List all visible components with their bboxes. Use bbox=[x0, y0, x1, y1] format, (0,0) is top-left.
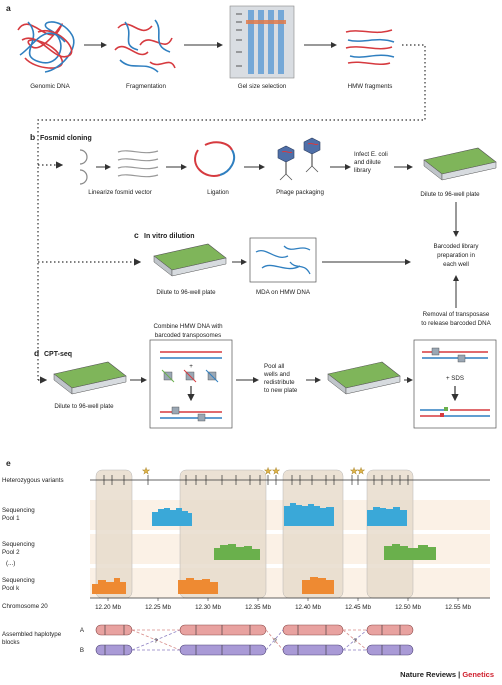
chrom-tick-label: 12.40 Mb bbox=[295, 604, 321, 611]
infect-line-1: Infect E. coli bbox=[354, 151, 388, 158]
pool-line-2: wells and bbox=[263, 371, 290, 378]
poolk-label-a: Sequencing bbox=[2, 577, 35, 584]
question-3: ? bbox=[353, 638, 357, 645]
pool1-label-b: Pool 1 bbox=[2, 515, 20, 522]
transposomes bbox=[161, 369, 219, 383]
pool2-label-a: Sequencing bbox=[2, 541, 35, 548]
pool-line-3: redistribute bbox=[264, 379, 295, 386]
plate-d2 bbox=[327, 361, 401, 395]
hap-b-label: B bbox=[80, 647, 84, 654]
invitro-title: In vitro dilution bbox=[144, 233, 195, 240]
pool1-label-a: Sequencing bbox=[2, 507, 35, 514]
chrom-tick-label: 12.30 Mb bbox=[195, 604, 221, 611]
question-1: ? bbox=[154, 638, 158, 645]
combine-line-2: barcoded transposomes bbox=[155, 332, 221, 339]
journal-name: Nature Reviews bbox=[400, 670, 457, 679]
chrom-tick-label: 12.20 Mb bbox=[95, 604, 121, 611]
variant-ticks bbox=[103, 475, 409, 485]
haplotype-windows bbox=[95, 469, 414, 599]
chrom-tick-label: 12.50 Mb bbox=[395, 604, 421, 611]
journal-footer: Nature Reviews | Genetics bbox=[400, 670, 494, 679]
plate-b bbox=[423, 147, 497, 181]
svg-text:★: ★ bbox=[264, 467, 272, 477]
journal-section: Genetics bbox=[462, 670, 494, 679]
hap-a-label: A bbox=[80, 627, 85, 634]
mda-strands bbox=[255, 245, 311, 275]
combine-line-1: Combine HMW DNA with bbox=[153, 323, 223, 330]
svg-text:★: ★ bbox=[357, 467, 365, 477]
hmw-label: HMW fragments bbox=[348, 83, 393, 90]
gel-label: Gel size selection bbox=[238, 83, 287, 90]
transposome-box bbox=[149, 339, 233, 429]
ligation-graphic bbox=[194, 141, 236, 177]
ligation-label: Ligation bbox=[207, 189, 229, 196]
barcoded-line-3: each well bbox=[443, 261, 469, 268]
pool2-label-b: Pool 2 bbox=[2, 549, 20, 556]
sds-box bbox=[413, 339, 497, 429]
genomic-dna-label: Genomic DNA bbox=[30, 83, 70, 90]
fragmentation-label: Fragmentation bbox=[126, 83, 166, 90]
released-fragments bbox=[420, 407, 490, 417]
dilute-c-label: Dilute to 96-well plate bbox=[156, 289, 216, 296]
sds-top-dna bbox=[422, 347, 488, 363]
phage-graphic bbox=[277, 137, 321, 181]
plate-c bbox=[153, 243, 227, 277]
removal-line-2: to release barcoded DNA bbox=[421, 320, 491, 327]
sds-label: + SDS bbox=[446, 375, 464, 382]
dotted-connector bbox=[37, 44, 426, 380]
genomic-dna-tangle bbox=[17, 21, 75, 73]
het-label: Heterozygous variants bbox=[2, 477, 64, 484]
infect-line-2: and dilute bbox=[354, 159, 381, 166]
panel-label-c: c bbox=[134, 230, 139, 240]
fragmentation-tangle bbox=[114, 19, 176, 73]
ellipsis-label: (...) bbox=[6, 560, 15, 567]
hmw-fragments bbox=[345, 29, 395, 66]
chrom-tick-label: 12.45 Mb bbox=[345, 604, 371, 611]
svg-text:★: ★ bbox=[142, 467, 150, 477]
coverage-pool2 bbox=[214, 544, 436, 560]
panel-label-e: e bbox=[6, 458, 11, 468]
journal-separator: | bbox=[456, 670, 463, 679]
chrom-tick-label: 12.25 Mb bbox=[145, 604, 171, 611]
poolk-label-b: Pool k bbox=[2, 585, 20, 592]
mda-label: MDA on HMW DNA bbox=[256, 289, 311, 296]
tagmented-dna bbox=[160, 406, 222, 422]
assembled-label-1: Assembled haplotype bbox=[2, 631, 62, 638]
panel-label-d: d bbox=[34, 348, 39, 358]
fosmid-circles bbox=[79, 149, 88, 185]
cpt-title: CPT-seq bbox=[44, 351, 72, 358]
pool-line-4: to new plate bbox=[264, 387, 298, 394]
chrom-label: Chromosome 20 bbox=[2, 603, 48, 610]
coverage-pool1 bbox=[152, 503, 407, 526]
box-plus: + bbox=[189, 363, 193, 370]
block-variant-lines bbox=[104, 625, 401, 655]
question-2: ? bbox=[273, 638, 277, 645]
linear-vectors bbox=[117, 150, 159, 178]
phage-label: Phage packaging bbox=[276, 189, 324, 196]
assembled-label-2: blocks bbox=[2, 639, 20, 646]
infect-line-3: library bbox=[354, 167, 372, 174]
block-links bbox=[131, 629, 368, 651]
svg-text:★: ★ bbox=[272, 467, 280, 477]
pool-line-1: Pool all bbox=[264, 363, 284, 370]
dilute-d-label: Dilute to 96-well plate bbox=[54, 403, 114, 410]
dilute-b-label: Dilute to 96-well plate bbox=[420, 191, 480, 198]
chrom-tick-label: 12.55 Mb bbox=[445, 604, 471, 611]
chrom-ticks: 12.20 Mb 12.25 Mb 12.30 Mb 12.35 Mb 12.40 Mb… bbox=[95, 598, 471, 611]
coverage-poolk bbox=[92, 577, 334, 594]
fosmid-title: Fosmid cloning bbox=[40, 135, 92, 142]
chrom-tick-label: 12.35 Mb bbox=[245, 604, 271, 611]
removal-line-1: Removal of transposase bbox=[423, 311, 490, 318]
panel-label-b: b bbox=[30, 132, 35, 142]
svg-text:★: ★ bbox=[350, 467, 358, 477]
plate-d1 bbox=[53, 361, 127, 395]
linearize-label: Linearize fosmid vector bbox=[88, 189, 152, 196]
barcoded-line-2: preparation in bbox=[437, 252, 475, 259]
gel-image bbox=[229, 5, 295, 79]
barcoded-line-1: Barcoded library bbox=[433, 243, 479, 250]
mda-box bbox=[249, 237, 317, 283]
stars: ★ ★ ★ ★ ★ bbox=[142, 467, 365, 477]
panel-label-a: a bbox=[6, 3, 11, 13]
